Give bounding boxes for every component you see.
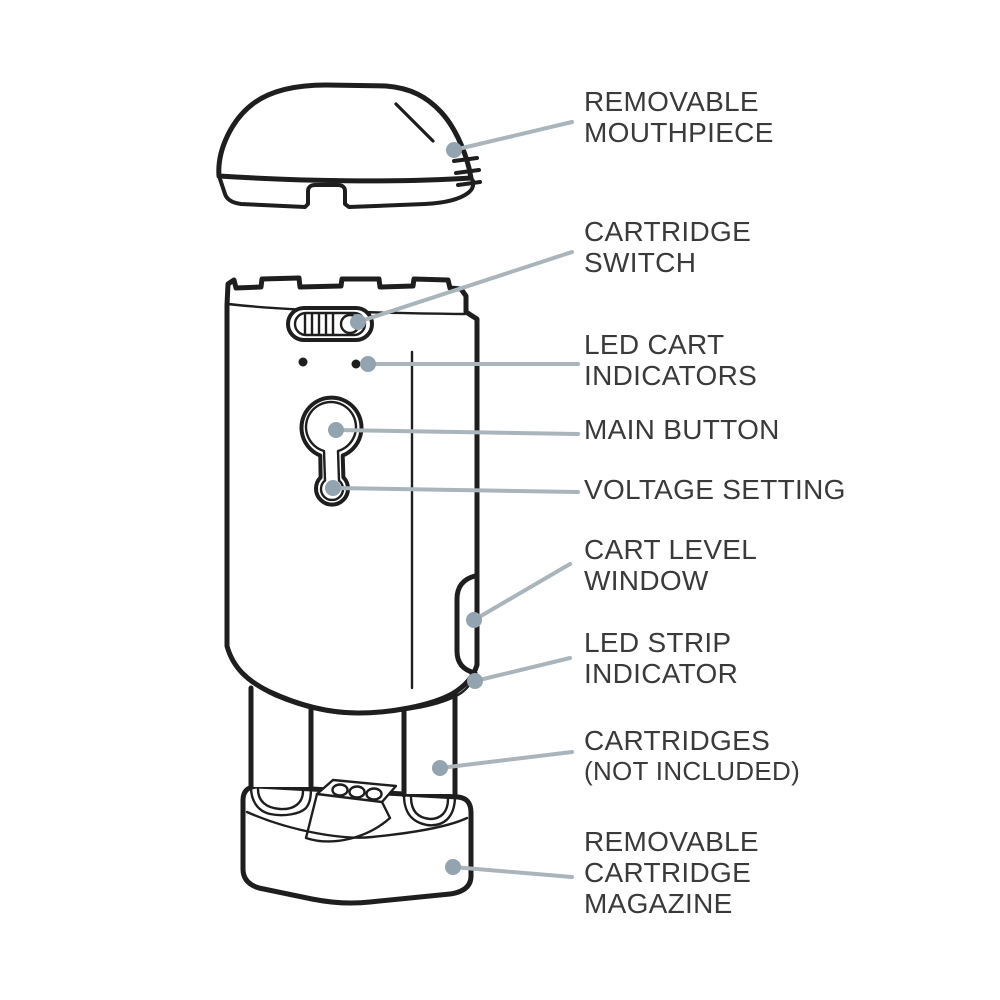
removable-mouthpiece <box>216 82 482 209</box>
magazine-outline <box>240 783 474 906</box>
cartridge-left-bottom-inner <box>256 787 305 811</box>
callout-main-button-dot <box>328 422 344 438</box>
cartridge-switch <box>286 306 374 342</box>
contact-platform <box>304 778 398 843</box>
callout-main-button <box>328 422 580 438</box>
callout-cartridge-switch-dot <box>350 314 366 330</box>
callout-cartridge-switch <box>350 250 574 330</box>
cartridge-left-edges <box>248 685 314 790</box>
body-outline <box>224 275 480 716</box>
led-cart-indicators <box>298 357 361 369</box>
callout-removable-mouthpiece-line <box>452 120 574 152</box>
callout-led-cart-indicators-dot <box>360 356 376 372</box>
body-bottom-rim <box>227 648 476 716</box>
callout-led-strip-indicator-line <box>473 656 572 683</box>
mouthpiece-highlight <box>394 102 435 143</box>
callout-led-cart-indicators <box>360 356 580 372</box>
callouts <box>325 120 580 879</box>
callout-removable-cartridge-magazine-line <box>451 865 574 879</box>
magazine-front-rim <box>245 810 469 839</box>
callout-cartridges <box>432 750 574 776</box>
callout-removable-cartridge-magazine <box>445 859 574 879</box>
led-dot-right <box>351 359 361 369</box>
callout-removable-cartridge-magazine-dot <box>445 859 461 875</box>
removable-cartridge-magazine <box>240 783 474 906</box>
cartridge-right-edges <box>401 689 458 798</box>
keyhole-inner <box>304 400 358 502</box>
led-dot-left <box>298 357 308 367</box>
keyhole-outer <box>299 395 364 507</box>
callout-cartridges-line <box>438 750 574 770</box>
callout-main-button-line <box>334 428 580 436</box>
callout-cartridge-switch-line <box>356 250 574 324</box>
contact-hole <box>348 785 366 799</box>
mouthpiece-grip-lines <box>452 156 482 187</box>
callout-voltage-setting-line <box>331 486 580 494</box>
callout-cart-level-window-dot <box>466 612 482 628</box>
cartridge-left-bottom <box>249 785 313 817</box>
cartridge-right-bottom <box>402 793 457 827</box>
switch-ribs <box>303 312 335 336</box>
contact-hole <box>365 787 383 801</box>
cart-level-window <box>454 573 478 676</box>
callout-led-strip-indicator-dot <box>467 673 483 689</box>
callout-cartridges-dot <box>432 760 448 776</box>
mouthpiece-cap <box>216 82 474 184</box>
callout-removable-mouthpiece-dot <box>446 142 462 158</box>
callout-cart-level-window <box>466 562 572 628</box>
cartridge-right-bottom-inner <box>409 795 450 821</box>
contact-hole <box>331 783 349 797</box>
callout-led-strip-indicator <box>467 656 572 689</box>
callout-voltage-setting <box>325 480 580 496</box>
cartridge-right-body <box>406 698 453 794</box>
callout-cart-level-window-line <box>472 562 572 622</box>
callout-removable-mouthpiece <box>446 120 574 158</box>
main-button-and-voltage <box>299 395 364 507</box>
callout-voltage-setting-dot <box>325 480 341 496</box>
device-body <box>224 275 480 716</box>
